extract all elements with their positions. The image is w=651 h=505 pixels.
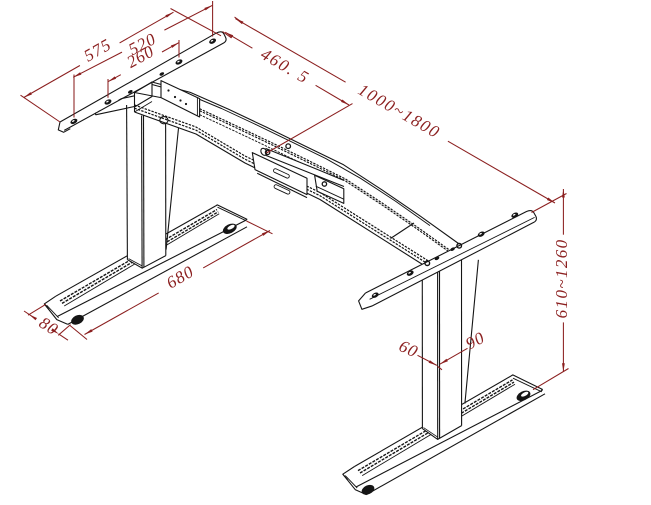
svg-text:610~1260: 610~1260	[552, 238, 571, 318]
